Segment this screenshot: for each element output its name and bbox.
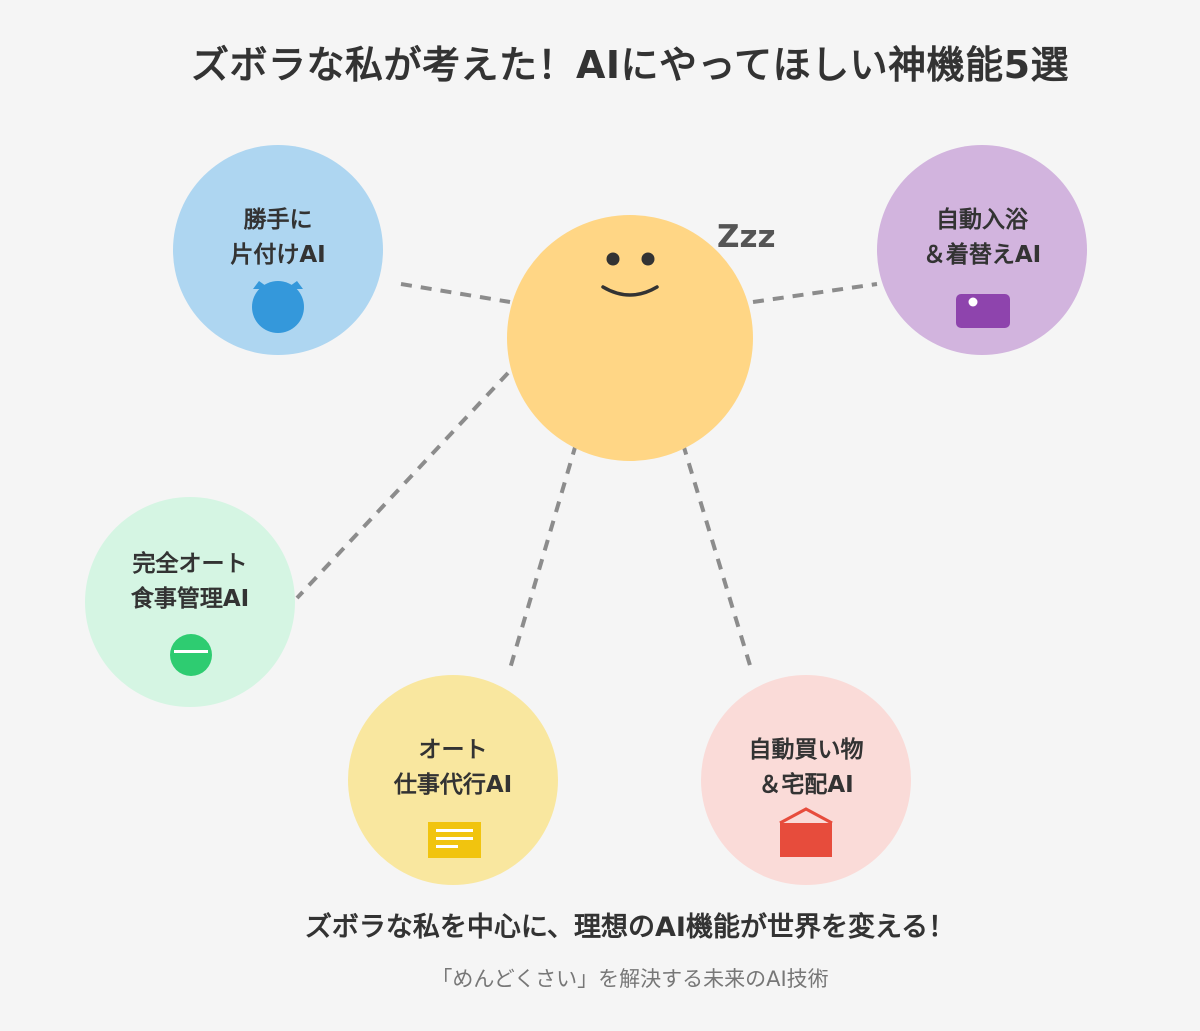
connector-tidy [400, 282, 511, 304]
feature-node-bath: 自動入浴 ＆着替えAI [877, 145, 1087, 355]
connector-meal [295, 371, 510, 600]
sleepy-face-icon [507, 215, 753, 461]
feature-title-line1: 自動入浴 [936, 207, 1028, 233]
feature-title-line1: 完全オート [132, 551, 248, 577]
smile [601, 285, 659, 297]
connector-bath [752, 282, 878, 304]
connector-work [507, 443, 578, 673]
feature-title-line1: 勝手に [243, 207, 313, 233]
right-eye [641, 252, 655, 266]
page-title: ズボラな私が考えた！AIにやってほしい神機能5選 [190, 43, 1070, 87]
feature-node-meal: 完全オート 食事管理AI [85, 497, 295, 707]
feature-title-line1: オート [418, 737, 488, 763]
delivery-box-icon [779, 807, 833, 857]
feature-title-line1: 自動買い物 [748, 737, 864, 763]
summary-text: ズボラな私を中心に、理想のAI機能が世界を変える！ [304, 912, 956, 943]
feature-node-work: オート 仕事代行AI [348, 675, 558, 885]
plate-icon [170, 634, 212, 676]
bathtub-icon [956, 294, 1010, 328]
feature-title-line2: ＆宅配AI [758, 772, 854, 798]
feature-node-shop: 自動買い物 ＆宅配AI [701, 675, 911, 885]
feature-title-line2: ＆着替えAI [922, 242, 1042, 268]
document-icon [428, 822, 481, 858]
sleep-text: Zzz [717, 219, 776, 255]
feature-title-line2: 片付けAI [230, 242, 326, 268]
left-eye [606, 252, 620, 266]
robot-vacuum-icon [252, 281, 304, 333]
feature-title-line2: 仕事代行AI [393, 772, 513, 798]
feature-title-line2: 食事管理AI [130, 586, 250, 612]
subtitle-text: 「めんどくさい」を解決する未来のAI技術 [431, 967, 829, 991]
feature-node-tidy: 勝手に 片付けAI [173, 145, 383, 355]
connector-shop [681, 443, 754, 673]
